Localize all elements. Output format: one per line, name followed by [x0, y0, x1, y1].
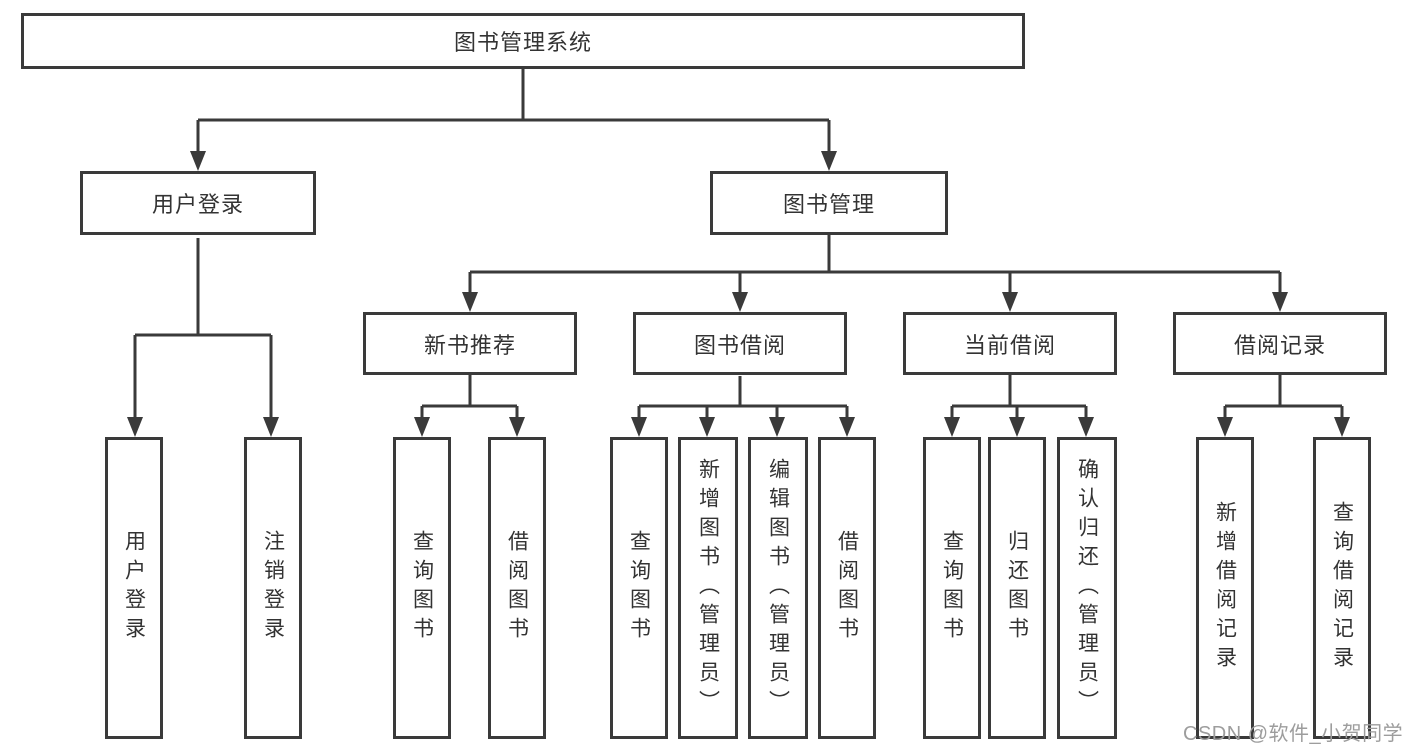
- leaf-edit-book-admin: 编辑图书（管理员）: [748, 437, 808, 739]
- node-new-book-recommend: 新书推荐: [363, 312, 577, 375]
- leaf-user-login-label: 用户登录: [122, 530, 146, 646]
- leaf-return-book: 归还图书: [988, 437, 1046, 739]
- leaf-search-borrow-record: 查询借阅记录: [1313, 437, 1371, 739]
- root-node-label: 图书管理系统: [453, 30, 592, 55]
- leaf-add-borrow-record: 新增借阅记录: [1196, 437, 1254, 739]
- leaf-add-borrow-record-label: 新增借阅记录: [1213, 501, 1237, 675]
- arrowheads: [127, 151, 1350, 437]
- leaf-add-book-admin-label: 新增图书（管理员）: [696, 457, 720, 719]
- leaf-add-book-admin: 新增图书（管理员）: [678, 437, 738, 739]
- leaf-confirm-return-admin-label: 确认归还（管理员）: [1075, 457, 1099, 719]
- leaf-borrow-book-recommend: 借阅图书: [488, 437, 546, 739]
- leaf-search-book-recommend-label: 查询图书: [410, 530, 434, 646]
- leaf-search-book-current: 查询图书: [923, 437, 981, 739]
- leaf-user-login: 用户登录: [105, 437, 163, 739]
- node-book-borrow: 图书借阅: [633, 312, 847, 375]
- watermark-text: CSDN @软件_小贺同学: [1183, 723, 1404, 745]
- root-node: 图书管理系统: [21, 13, 1025, 69]
- leaf-logout: 注销登录: [244, 437, 302, 739]
- leaf-borrow-book: 借阅图书: [818, 437, 876, 739]
- node-book-borrow-label: 图书借阅: [693, 332, 786, 358]
- leaf-borrow-book-label: 借阅图书: [835, 530, 859, 646]
- node-borrow-records-label: 借阅记录: [1233, 332, 1326, 358]
- leaf-logout-label: 注销登录: [261, 530, 285, 646]
- node-current-borrow: 当前借阅: [903, 312, 1117, 375]
- leaf-edit-book-admin-label: 编辑图书（管理员）: [766, 457, 790, 719]
- node-book-management-label: 图书管理: [782, 192, 875, 217]
- node-current-borrow-label: 当前借阅: [963, 332, 1056, 358]
- node-new-book-recommend-label: 新书推荐: [423, 332, 516, 358]
- leaf-search-borrow-record-label: 查询借阅记录: [1330, 501, 1354, 675]
- leaf-return-book-label: 归还图书: [1005, 530, 1029, 646]
- leaf-search-book-borrow: 查询图书: [610, 437, 668, 739]
- node-user-login: 用户登录: [80, 171, 316, 235]
- leaf-confirm-return-admin: 确认归还（管理员）: [1057, 437, 1117, 739]
- node-book-management: 图书管理: [710, 171, 948, 235]
- leaf-borrow-book-recommend-label: 借阅图书: [505, 530, 529, 646]
- leaf-search-book-recommend: 查询图书: [393, 437, 451, 739]
- leaf-search-book-borrow-label: 查询图书: [627, 530, 651, 646]
- leaf-search-book-current-label: 查询图书: [940, 530, 964, 646]
- node-user-login-label: 用户登录: [151, 192, 244, 217]
- node-borrow-records: 借阅记录: [1173, 312, 1387, 375]
